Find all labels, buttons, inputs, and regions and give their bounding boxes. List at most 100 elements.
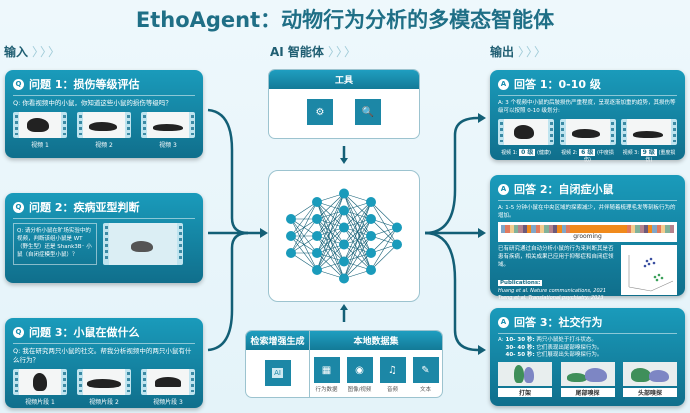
grade-badge: 9 级 bbox=[640, 149, 657, 156]
nn-node bbox=[392, 239, 402, 250]
neural-network-icon bbox=[286, 188, 402, 284]
behavior-frame[interactable]: 尾部嗅探 bbox=[560, 361, 615, 397]
nn-edge bbox=[290, 201, 318, 237]
video-frame[interactable]: 视频 2: 6 级 (中度损伤) bbox=[559, 119, 616, 163]
question-icon: Q bbox=[13, 326, 24, 338]
ethogram-segment bbox=[531, 225, 536, 233]
dataset-behavior[interactable]: ▦行为数据 bbox=[313, 357, 340, 393]
answer-icon: A bbox=[498, 78, 509, 90]
publication[interactable]: Tseng et al. Translational psychiatry, 2… bbox=[498, 295, 604, 301]
nn-edge bbox=[316, 210, 345, 271]
nn-edge bbox=[316, 193, 345, 220]
ethogram-segment bbox=[596, 225, 601, 233]
video-frame[interactable]: 视频 1: 0 级 (健康) bbox=[498, 119, 554, 163]
nn-edge bbox=[343, 201, 372, 228]
nn-edge bbox=[343, 201, 372, 245]
behavior-frame[interactable]: 头部嗅探 bbox=[623, 361, 677, 397]
ethogram-segment bbox=[505, 225, 510, 233]
ethogram-segment bbox=[557, 225, 562, 233]
ethogram-segment bbox=[626, 225, 631, 233]
video-frame[interactable]: 视频片段 3 bbox=[141, 369, 195, 406]
ethogram-segment bbox=[643, 225, 649, 233]
rag-title: 检索增强生成 bbox=[246, 331, 309, 350]
scatter-3d-plot bbox=[621, 245, 677, 295]
tools-title: 工具 bbox=[269, 70, 419, 89]
ethogram-segment bbox=[513, 225, 519, 233]
nn-edge bbox=[343, 218, 372, 279]
nn-node bbox=[339, 239, 349, 250]
ethogram-segment bbox=[518, 225, 523, 233]
dataset-image-video[interactable]: ◉图像/视频 bbox=[346, 357, 373, 393]
ethogram-segment bbox=[587, 225, 592, 233]
nn-edge bbox=[290, 201, 318, 254]
nn-edge bbox=[343, 201, 372, 262]
frame-label: 视频 2 bbox=[95, 142, 113, 149]
nn-edge bbox=[290, 201, 318, 220]
nn-edge bbox=[343, 201, 372, 279]
nn-node bbox=[312, 231, 322, 241]
ethogram-segment bbox=[548, 225, 553, 233]
ethogram-segment bbox=[583, 225, 588, 233]
dataset-audio[interactable]: ♫音频 bbox=[379, 357, 406, 393]
nn-edge bbox=[290, 218, 318, 254]
nn-node bbox=[392, 222, 402, 233]
behavior-data-icon: ▦ bbox=[313, 357, 340, 383]
ethogram-segment bbox=[661, 225, 666, 233]
answer-text: A: 1-5 分钟小鼠在中央区域的探索减少，并伴随着梳理毛发等刻板行为的增加。 bbox=[498, 205, 676, 219]
nn-node bbox=[286, 248, 296, 258]
audio-icon: ♫ bbox=[379, 357, 406, 383]
video-frame[interactable]: 视频片段 1 bbox=[13, 369, 67, 406]
dataset-text[interactable]: ✎文本 bbox=[412, 357, 439, 393]
nn-edge bbox=[370, 201, 398, 228]
timeline-line: 40- 50 秒: 它们展现出头部嗅探行为。 bbox=[505, 352, 603, 358]
card-title: 问题 3：小鼠在做什么 bbox=[29, 326, 140, 339]
ethogram-segment bbox=[570, 225, 575, 233]
section-agent: AI 智能体〉〉〉 bbox=[270, 45, 358, 59]
nn-node bbox=[286, 214, 296, 224]
frame-label: 视频片段 1 bbox=[25, 399, 55, 406]
card-title: 问题 1：损伤等级评估 bbox=[29, 78, 140, 91]
image-video-icon: ◉ bbox=[346, 357, 373, 383]
card-title: 回答 2：自闭症小鼠 bbox=[514, 183, 614, 196]
section-output: 输出〉〉〉 bbox=[490, 45, 549, 59]
video-frame[interactable]: 视频 3: 9 级 (重度损伤) bbox=[621, 119, 677, 163]
ethogram-segment bbox=[604, 225, 610, 233]
question-text: Q: 我在研究两只小鼠的社交。帮我分析视频中的两只小鼠有什么行为？ bbox=[13, 347, 192, 364]
nn-node bbox=[366, 197, 376, 207]
video-frame[interactable]: 视频 3 bbox=[141, 112, 195, 149]
ethogram-segment bbox=[535, 225, 540, 233]
video-frame[interactable] bbox=[103, 223, 183, 265]
search-document-icon[interactable]: 🔍 bbox=[355, 99, 381, 125]
ethogram-segment bbox=[522, 225, 527, 233]
question-icon: Q bbox=[13, 78, 24, 90]
nn-edge bbox=[316, 193, 345, 237]
frame-label: 视频 3 bbox=[159, 142, 177, 149]
ethogram: grooming bbox=[498, 222, 677, 242]
ethogram-segment bbox=[630, 225, 636, 233]
nn-node bbox=[286, 231, 296, 241]
ethogram-segment bbox=[609, 225, 614, 233]
nn-node bbox=[366, 231, 376, 241]
video-frame[interactable]: 视频片段 2 bbox=[77, 369, 131, 406]
video-frame[interactable]: 视频 1 bbox=[13, 112, 67, 149]
publication[interactable]: Huang et al. Nature communications, 2021 bbox=[498, 288, 607, 294]
text-icon: ✎ bbox=[412, 357, 439, 383]
video-frame[interactable]: 视频 2 bbox=[77, 112, 131, 149]
frame-label: 视频片段 3 bbox=[153, 399, 183, 406]
behavior-frame[interactable]: 打架 bbox=[498, 361, 552, 397]
nn-edge bbox=[370, 227, 398, 254]
nn-edge bbox=[370, 244, 398, 271]
nn-node bbox=[312, 197, 322, 207]
question-icon: Q bbox=[13, 201, 24, 213]
ethogram-segment bbox=[652, 225, 657, 233]
ai-chip-icon[interactable]: AI bbox=[264, 360, 291, 386]
robot-icon[interactable]: ⚙ bbox=[307, 99, 333, 125]
ethogram-segment bbox=[656, 225, 662, 233]
ethogram-segment bbox=[613, 225, 618, 233]
nn-node bbox=[339, 188, 349, 199]
frame-label: 视频 1 bbox=[31, 142, 49, 149]
